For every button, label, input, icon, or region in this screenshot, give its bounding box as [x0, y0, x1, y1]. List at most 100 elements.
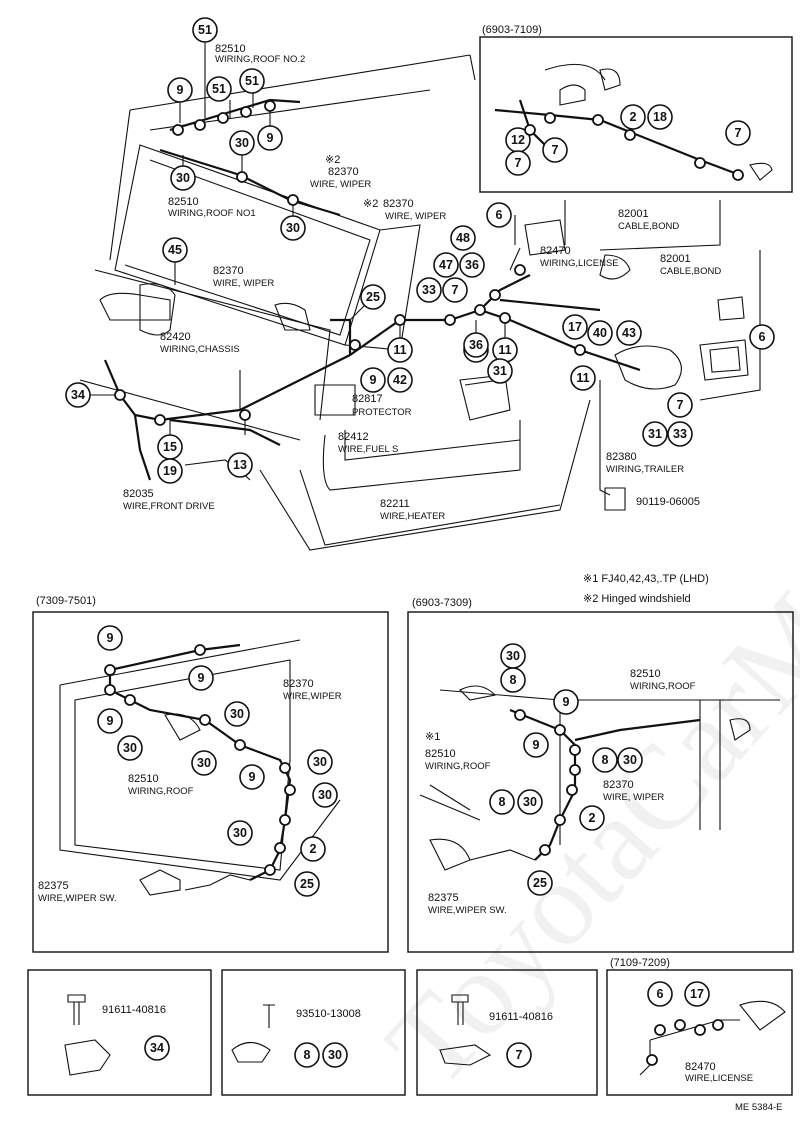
callout-number: 30 — [623, 753, 637, 767]
callout-number: 8 — [304, 1048, 311, 1062]
callout-number: 17 — [568, 320, 582, 334]
note-2: ※2 Hinged windshield — [583, 593, 691, 605]
callout-c43: 43 — [616, 320, 642, 346]
callout-number: 7 — [452, 283, 459, 297]
callout-p2_2: 2 — [300, 836, 326, 862]
callout-number: 12 — [511, 133, 525, 147]
callout-number: 30 — [328, 1048, 342, 1062]
callout-number: 18 — [653, 110, 667, 124]
label-82370b-name: WIRE, WIPER — [385, 211, 446, 222]
callout-number: 7 — [735, 126, 742, 140]
callout-c9b: 9 — [257, 125, 283, 151]
label-p3-82510a-name: WIRING,ROOF — [630, 681, 696, 692]
callout-c34: 34 — [65, 382, 91, 408]
inset-frame-7109-7209 — [606, 969, 793, 1096]
label-82370c-no: 82370 — [213, 265, 244, 277]
label-82370b-note: ※2 — [363, 198, 378, 210]
callout-p2_30a: 30 — [117, 735, 143, 761]
callout-number: 17 — [690, 987, 704, 1001]
label-p3-82375-no: 82375 — [428, 892, 459, 904]
callout-p3_30a: 30 — [500, 643, 526, 669]
callout-number: 7 — [516, 1048, 523, 1062]
callout-b_34: 34 — [144, 1035, 170, 1061]
callout-c6a: 6 — [486, 202, 512, 228]
label-p3-82370-name: WIRE, WIPER — [603, 792, 664, 803]
callout-p2_30e: 30 — [312, 782, 338, 808]
main-vehicle-body — [79, 54, 761, 551]
callout-c31a: 31 — [487, 358, 513, 384]
callout-number: 48 — [456, 231, 470, 245]
callout-number: 7 — [677, 398, 684, 412]
callout-number: 34 — [71, 388, 85, 402]
callout-c7b: 7 — [667, 392, 693, 418]
label-82370b-no: 82370 — [383, 198, 414, 210]
label-82420-name: WIRING,CHASSIS — [160, 344, 240, 355]
label-82001b-name: CABLE,BOND — [660, 266, 721, 277]
callout-c48: 48 — [450, 225, 476, 251]
screw-panel — [221, 969, 406, 1096]
callout-number: 2 — [589, 811, 596, 825]
callout-c19: 19 — [157, 458, 183, 484]
callout-number: 9 — [370, 373, 377, 387]
main-labels: 82510 WIRING,ROOF NO.2 ※2 82370 WIRE, WI… — [36, 24, 783, 1113]
label-p2-82370-name: WIRE,WIPER — [283, 691, 342, 702]
callout-p2_30b: 30 — [224, 701, 250, 727]
callout-number: 33 — [673, 427, 687, 441]
callout-p3_25: 25 — [527, 870, 553, 896]
label-p4-82470-name: WIRE,LICENSE — [685, 1073, 753, 1084]
callout-b_7: 7 — [506, 1042, 532, 1068]
callout-number: 9 — [177, 83, 184, 97]
callout-c42: 42 — [387, 367, 413, 393]
callout-c25: 25 — [360, 284, 386, 310]
callout-c9a: 9 — [167, 77, 193, 103]
callout-p2_9c: 9 — [97, 708, 123, 734]
callout-p1_7c: 7 — [725, 120, 751, 146]
label-p2-82370-no: 82370 — [283, 678, 314, 690]
callout-number: 25 — [533, 876, 547, 890]
callout-number: 25 — [366, 290, 380, 304]
callout-p3_8a: 8 — [500, 667, 526, 693]
callout-number: 51 — [212, 82, 226, 96]
label-82510-roof1-no: 82510 — [168, 196, 199, 208]
callout-c7a: 7 — [442, 277, 468, 303]
callout-c36: 36 — [463, 332, 489, 358]
callout-p3_8c: 8 — [489, 789, 515, 815]
callout-number: 6 — [657, 987, 664, 1001]
callout-number: 33 — [422, 283, 436, 297]
label-p3-82370-no: 82370 — [603, 779, 634, 791]
callout-number: 15 — [163, 440, 177, 454]
callout-number: 45 — [168, 243, 182, 257]
callout-p4_17: 17 — [684, 981, 710, 1007]
label-82370a-note: ※2 — [325, 154, 340, 166]
callout-c36b: 36 — [459, 252, 485, 278]
callout-c11d: 11 — [570, 365, 596, 391]
callout-c51b: 51 — [206, 76, 232, 102]
callout-number: 51 — [245, 74, 259, 88]
callout-p2_9a: 9 — [97, 625, 123, 651]
callout-number: 30 — [523, 795, 537, 809]
label-p2-82510-no: 82510 — [128, 773, 159, 785]
callout-number: 36 — [469, 338, 483, 352]
callout-number: 30 — [233, 826, 247, 840]
label-82510-roof1-name: WIRING,ROOF NO1 — [168, 208, 256, 219]
label-p3-82510a-no: 82510 — [630, 668, 661, 680]
label-82370c-name: WIRE, WIPER — [213, 278, 274, 289]
harness-clips — [104, 100, 744, 1066]
callout-c9c: 9 — [360, 367, 386, 393]
callout-c30c: 30 — [280, 215, 306, 241]
label-p3-82510b-note: ※1 — [425, 731, 440, 743]
callout-number: 9 — [107, 714, 114, 728]
callout-p3_2: 2 — [579, 805, 605, 831]
note-1: ※1 FJ40,42,43,.TP (LHD) — [583, 573, 709, 585]
label-82370a-name: WIRE, WIPER — [310, 179, 371, 190]
callout-number: 43 — [622, 326, 636, 340]
callout-p2_9d: 9 — [239, 764, 265, 790]
callout-number: 30 — [235, 136, 249, 150]
label-82001a-name: CABLE,BOND — [618, 221, 679, 232]
callout-number: 7 — [552, 143, 559, 157]
callout-c30b: 30 — [170, 165, 196, 191]
callout-number: 31 — [648, 427, 662, 441]
callout-p2_25: 25 — [294, 871, 320, 897]
callout-b_8: 8 — [294, 1042, 320, 1068]
callout-p1_7b: 7 — [542, 137, 568, 163]
